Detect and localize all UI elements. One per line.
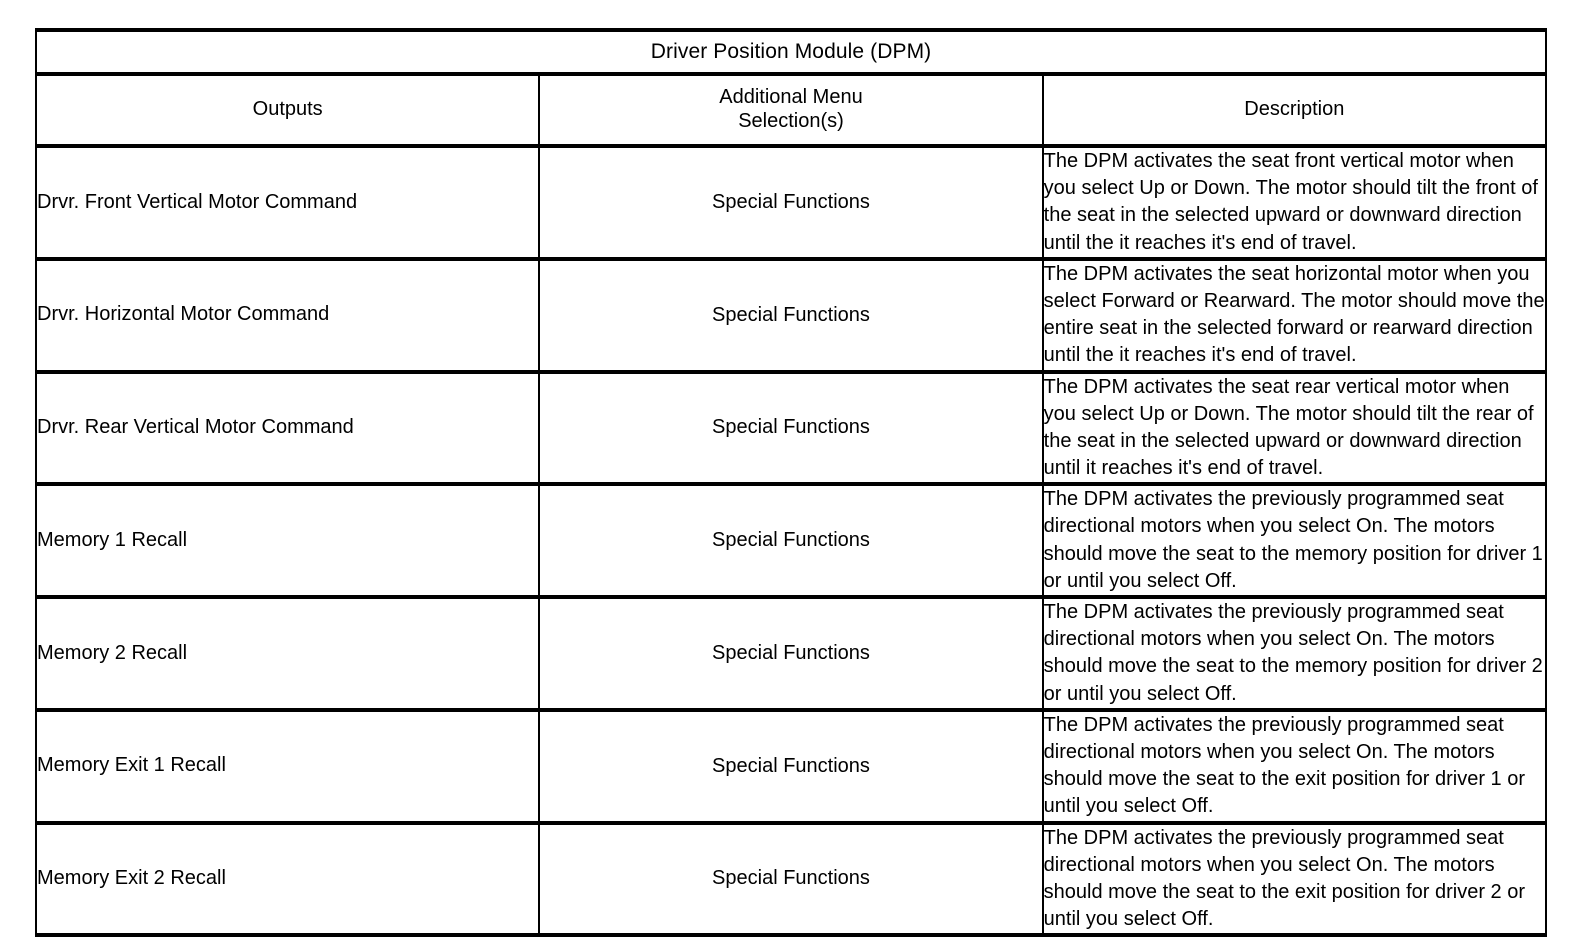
table-row: Memory Exit 2 Recall Special Functions T… [34, 820, 1548, 937]
table-title-row: Driver Position Module (DPM) [35, 28, 1547, 76]
table-row: Memory Exit 1 Recall Special Functions T… [34, 707, 1548, 825]
page-root: Driver Position Module (DPM) Outputs Add… [34, 28, 1548, 937]
table-row: Drvr. Rear Vertical Motor Command Specia… [34, 369, 1548, 487]
column-header-description: Description [1041, 72, 1548, 148]
cell-description: The DPM activates the seat horizontal mo… [1041, 256, 1548, 374]
cell-description: The DPM activates the previously program… [1041, 482, 1548, 599]
cell-description: The DPM activates the previously program… [1041, 707, 1548, 825]
cell-menu-selection: Special Functions [538, 820, 1044, 937]
table-title: Driver Position Module (DPM) [35, 28, 1547, 76]
cell-output: Memory Exit 1 Recall [34, 707, 541, 825]
cell-menu-selection: Special Functions [538, 595, 1044, 712]
column-header-outputs: Outputs [34, 72, 541, 148]
cell-menu-selection: Special Functions [538, 482, 1044, 599]
table-row: Memory 2 Recall Special Functions The DP… [34, 595, 1548, 712]
cell-menu-selection: Special Functions [538, 707, 1044, 825]
table-row: Drvr. Horizontal Motor Command Special F… [34, 256, 1548, 374]
table-header-row: Outputs Additional Menu Selection(s) Des… [34, 72, 1548, 148]
dpm-table: Driver Position Module (DPM) Outputs Add… [34, 28, 1548, 937]
cell-output: Drvr. Front Vertical Motor Command [34, 144, 541, 261]
cell-menu-selection: Special Functions [538, 256, 1044, 374]
dpm-table-container: Driver Position Module (DPM) Outputs Add… [34, 28, 1548, 937]
cell-output: Memory 1 Recall [34, 482, 541, 599]
cell-menu-selection: Special Functions [538, 369, 1044, 487]
cell-menu-selection: Special Functions [538, 144, 1044, 261]
column-header-additional-menu-selections: Additional Menu Selection(s) [538, 72, 1044, 148]
column-header-menu-line-1: Additional Menu [719, 86, 863, 109]
cell-description: The DPM activates the seat front vertica… [1041, 144, 1548, 261]
cell-output: Drvr. Rear Vertical Motor Command [34, 369, 541, 487]
table-row: Memory 1 Recall Special Functions The DP… [34, 482, 1548, 599]
cell-output: Drvr. Horizontal Motor Command [34, 256, 541, 374]
cell-description: The DPM activates the previously program… [1041, 595, 1548, 712]
table-row: Drvr. Front Vertical Motor Command Speci… [34, 144, 1548, 261]
cell-description: The DPM activates the previously program… [1041, 820, 1548, 937]
column-header-menu-line-2: Selection(s) [738, 110, 844, 132]
cell-output: Memory 2 Recall [34, 595, 541, 712]
cell-description: The DPM activates the seat rear vertical… [1041, 369, 1548, 487]
cell-output: Memory Exit 2 Recall [34, 820, 541, 937]
